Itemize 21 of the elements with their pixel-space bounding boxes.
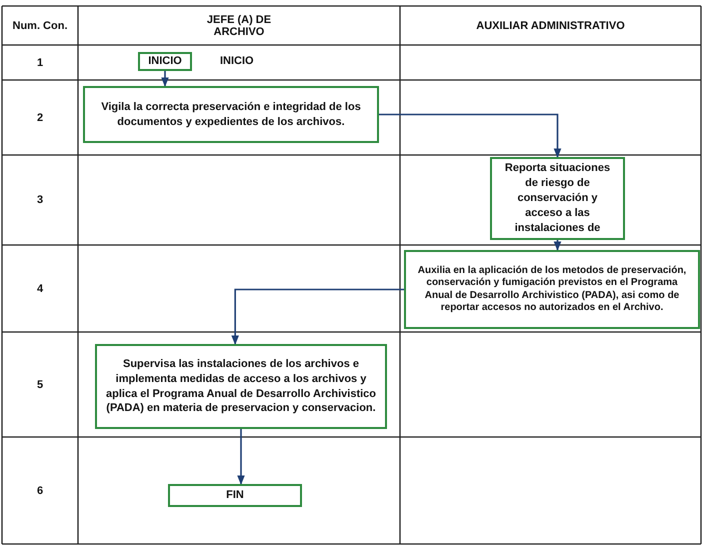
process-box: Reporta situaciones de riesgo de conservación y acceso a las instalaciones de <box>490 157 625 240</box>
row-number: 3 <box>36 193 44 208</box>
row-number: 6 <box>36 484 44 498</box>
row-number: 5 <box>36 378 44 392</box>
column-header: JEFE (A) DE ARCHIVO <box>206 12 272 40</box>
row-number: 1 <box>36 56 44 70</box>
column-header: Num. Con. <box>12 18 68 34</box>
column-header: AUXILIAR ADMINISTRATIVO <box>475 18 626 34</box>
process-box: INICIO <box>138 52 192 71</box>
arrow <box>237 429 245 485</box>
arrow <box>379 114 562 158</box>
arrow <box>231 288 404 345</box>
process-box: Vigila la correcta preservación e integridad de los documentos y expedientes de los archivos. <box>83 86 379 143</box>
process-box: FIN <box>168 484 302 507</box>
step-label: INICIO <box>220 55 254 67</box>
process-box: Supervisa las instalaciones de los archivos e implementa medidas de acceso a los archivos y aplica el Programa Anual de Desarrollo Archivistico (PADA) en materia de preservacion y conservacion. <box>95 344 387 429</box>
arrow <box>554 240 562 251</box>
row-number: 2 <box>36 110 44 126</box>
process-box: Auxilia en la aplicación de los metodos de preservación, conservación y fumigación previstos en el Programa Anual de Desarrollo Archivistico (PADA), asi como de reportar accesos no autorizados en el Archivo. <box>404 250 700 329</box>
row-number: 4 <box>36 282 44 296</box>
arrow <box>161 71 169 87</box>
